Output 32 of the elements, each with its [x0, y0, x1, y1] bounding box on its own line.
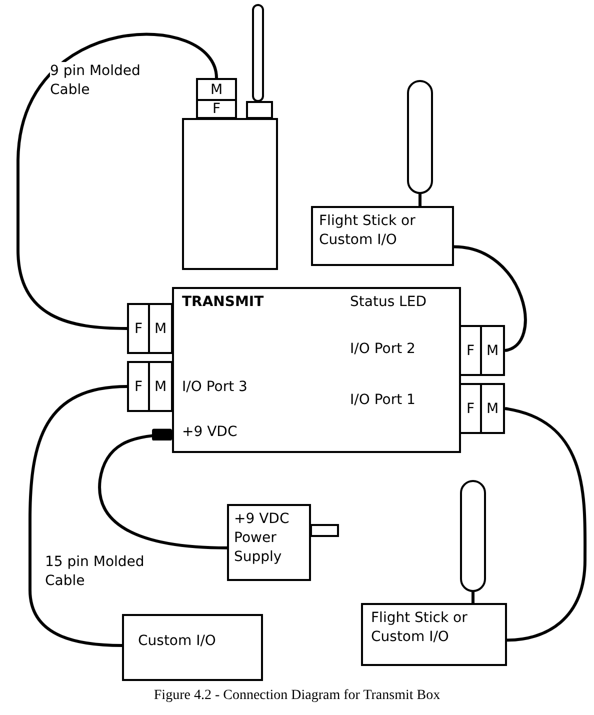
cable [454, 245, 527, 352]
power-cable [98, 428, 228, 550]
connector-plug: M [480, 325, 505, 376]
box-label: +9 VDC Power Supply [233, 510, 290, 567]
connector-plug: F [127, 303, 150, 354]
connector-plug: M [148, 303, 173, 354]
device-box [361, 603, 507, 666]
port-label: I/O Port 3 [182, 378, 248, 396]
connector-plug: F [459, 383, 482, 434]
power-supply-box [227, 504, 311, 581]
box-label: Custom I/O [137, 632, 217, 651]
port-label: I/O Port 2 [350, 340, 416, 358]
connector-plug: M [480, 383, 505, 434]
port-label: I/O Port 1 [350, 391, 416, 409]
transmit-box [172, 287, 461, 453]
connector-plug: F [196, 99, 237, 119]
device-box [311, 206, 454, 266]
connector-plug: F [459, 325, 482, 376]
box-label: Flight Stick or Custom I/O [370, 609, 468, 647]
figure-caption: Figure 4.2 - Connection Diagram for Transmit Box [152, 688, 442, 704]
connector-plug: M [196, 78, 237, 101]
connector-plug: M [148, 361, 173, 412]
port-label: Status LED [350, 293, 426, 311]
port-label: +9 VDC [182, 423, 238, 441]
cable [16, 32, 218, 330]
receiver-box [182, 118, 278, 270]
device-box [122, 614, 263, 681]
connector-plug: F [127, 361, 150, 412]
cable [504, 407, 587, 642]
box-title: TRANSMIT [182, 293, 264, 311]
box-label: Flight Stick or Custom I/O [318, 212, 416, 250]
cable [28, 385, 128, 647]
